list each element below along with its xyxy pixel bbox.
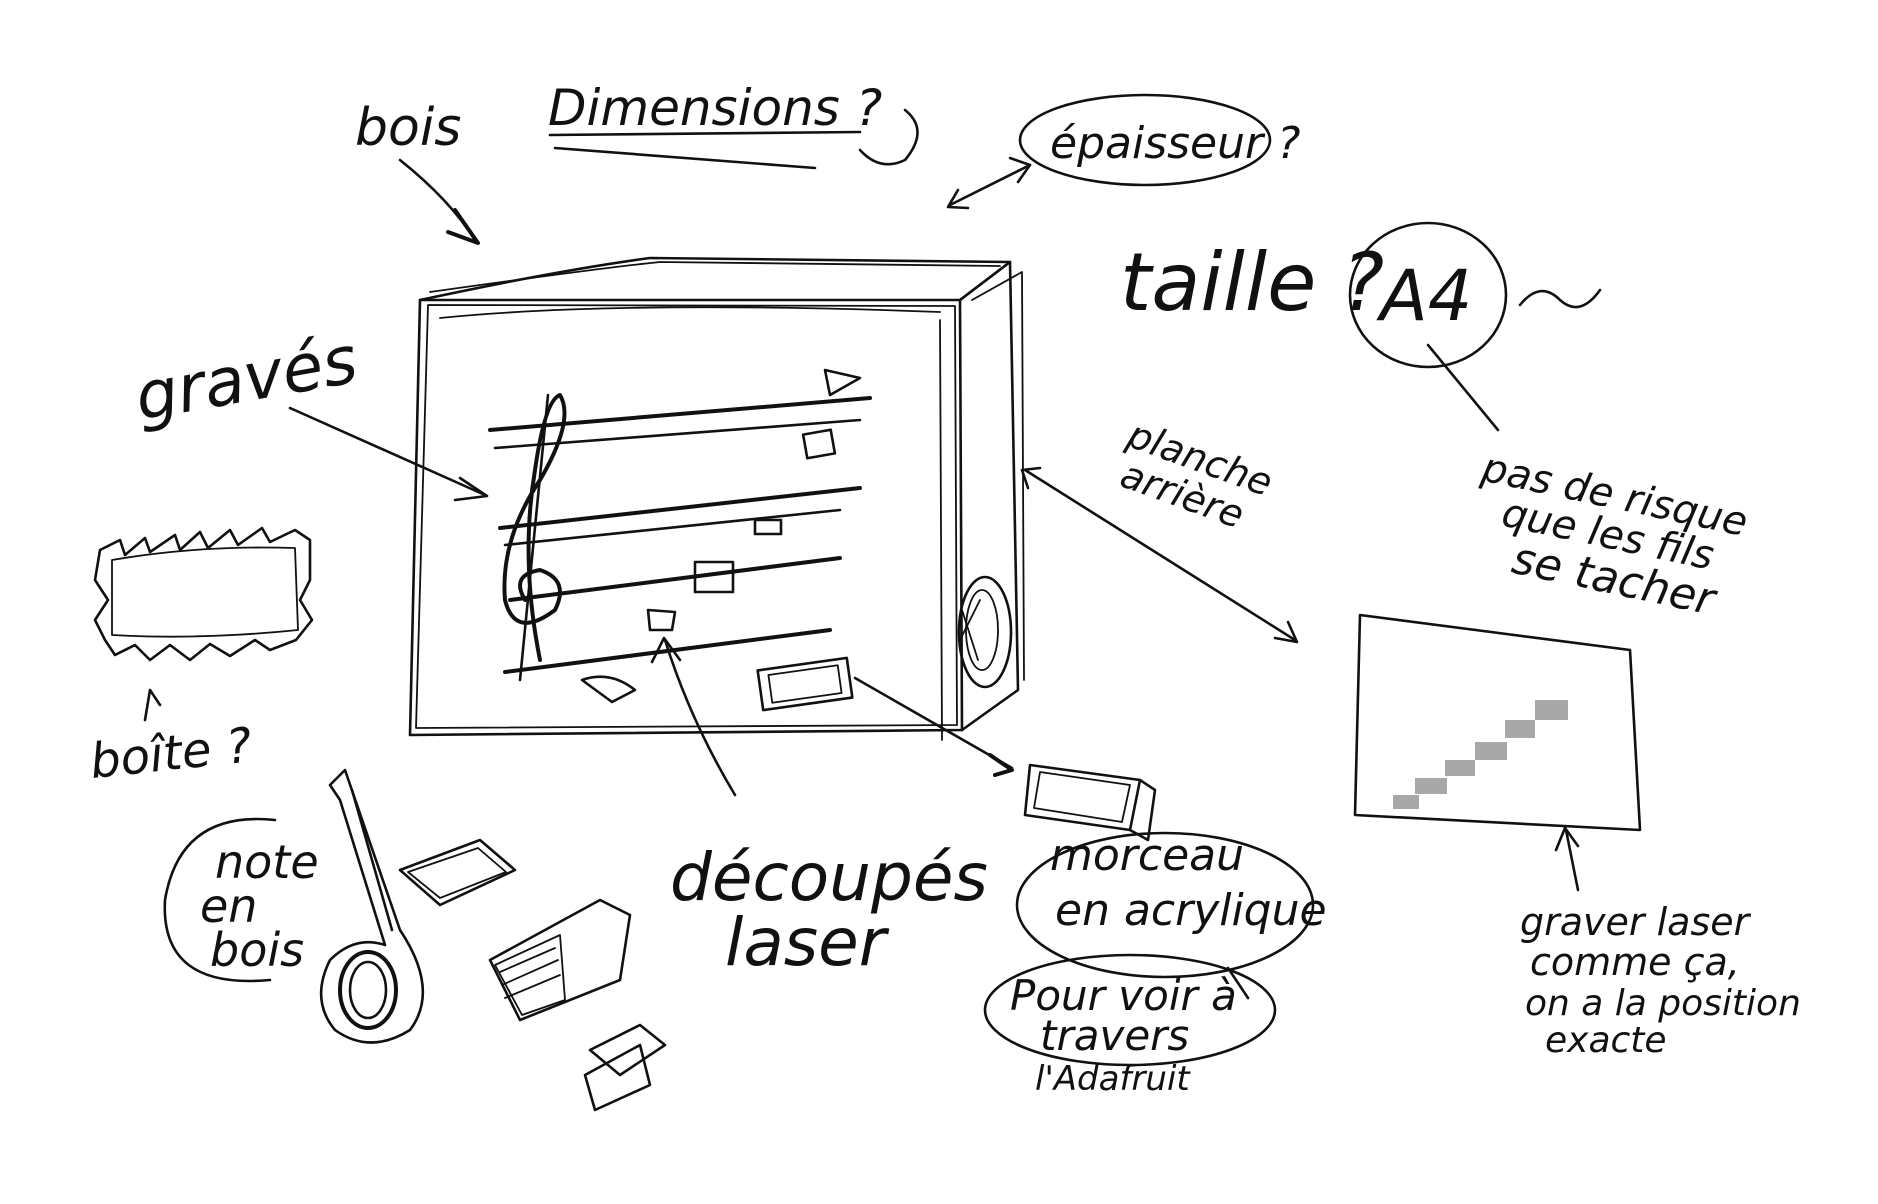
engraved-block <box>1475 742 1507 760</box>
annotation-arrows <box>163 93 1602 1067</box>
acrylic-piece-drawing <box>1023 763 1157 842</box>
label-graver-line4: exacte <box>1545 1020 1667 1061</box>
wooden-note-drawing <box>319 768 667 1112</box>
label-voir-line2: travers <box>1040 1011 1189 1060</box>
engraved-block <box>1505 720 1535 738</box>
label-bois: bois <box>355 98 461 158</box>
label-taille: taille ? <box>1120 236 1384 329</box>
back-panel-drawing <box>1353 613 1642 832</box>
label-note-line1: note <box>215 835 319 889</box>
label-epaisseur: épaisseur ? <box>1050 118 1300 169</box>
label-voir-line3: l'Adafruit <box>1035 1059 1191 1099</box>
label-boite: boîte ? <box>87 717 254 790</box>
box-frame-drawing <box>93 526 314 722</box>
label-a4: A4 <box>1376 255 1472 337</box>
label-morceau-line1: morceau <box>1050 830 1244 881</box>
engraved-block <box>1445 760 1475 776</box>
label-graver-line3: on a la position <box>1525 983 1801 1024</box>
label-decoupes-line2: laser <box>725 904 890 981</box>
label-voir-line1: Pour voir à <box>1010 971 1237 1020</box>
engraved-block <box>1535 700 1568 720</box>
engraved-block <box>1415 778 1447 794</box>
label-graver-line1: graver laser <box>1520 900 1752 944</box>
label-graver-line2: comme ça, <box>1530 940 1740 984</box>
label-dimensions: Dimensions ? <box>548 79 882 137</box>
engraved-block <box>1393 795 1419 809</box>
label-note-line3: bois <box>210 923 304 977</box>
label-decoupes-line1: découpés <box>670 839 988 916</box>
label-graves: gravés <box>129 321 363 436</box>
wooden-box-drawing <box>408 256 1025 741</box>
label-morceau-line2: en acrylique <box>1055 885 1327 936</box>
label-note-line2: en <box>200 879 257 933</box>
